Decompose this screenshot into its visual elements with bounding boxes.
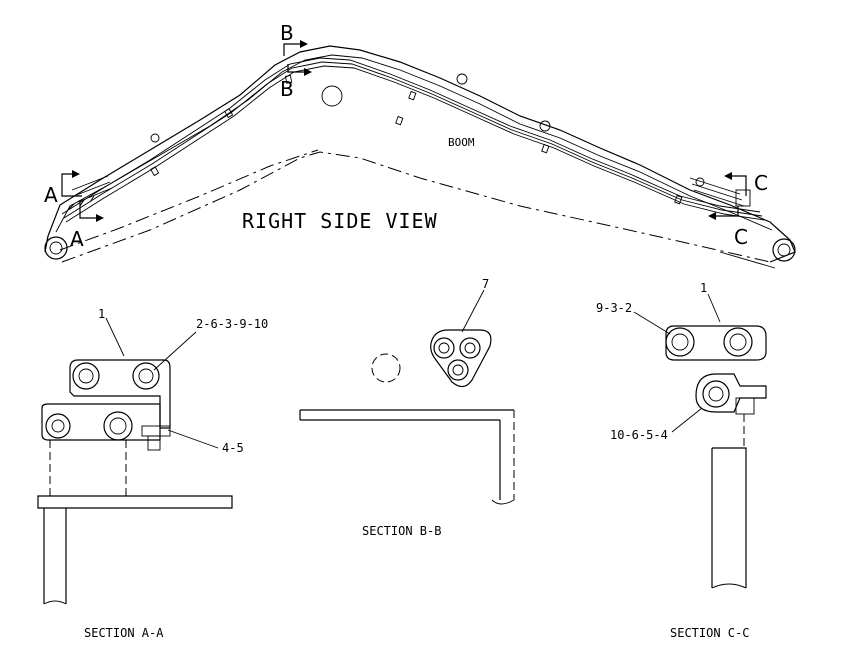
view-title: RIGHT SIDE VIEW	[242, 209, 438, 233]
section-cc-callout-bottom: 10-6-5-4	[610, 428, 668, 442]
section-aa-lower-clamp	[41, 403, 161, 441]
section-a-top-label: A	[44, 183, 58, 207]
section-cc-leader-bottom	[671, 407, 703, 433]
boom-label: BOOM	[448, 136, 475, 149]
section-bb-caption: SECTION B-B	[362, 524, 441, 538]
section-cc-callout-top: 9-3-2	[596, 301, 632, 315]
section-aa-leader-1	[105, 317, 125, 357]
section-cc-lower-clamp	[695, 373, 767, 413]
section-aa-base-plate	[37, 495, 233, 509]
hydraulic-line-3	[65, 65, 765, 223]
section-bb-leader-7	[461, 289, 485, 333]
boom-head-pin	[772, 238, 796, 262]
section-bb-callout-7: 7	[482, 277, 489, 291]
boom-foot-edge	[44, 235, 49, 253]
clamp-group-a	[67, 175, 113, 211]
section-aa-hose-upper-right	[132, 362, 160, 390]
hydraulic-line-2	[63, 61, 763, 219]
section-b-bottom-label: B	[280, 77, 294, 101]
section-marker-a: A A	[44, 170, 104, 251]
section-aa-hose-lower-left	[45, 413, 71, 439]
section-cc-hose-right	[723, 327, 753, 357]
section-aa-callout-top: 2-6-3-9-10	[196, 317, 268, 331]
boom-foot-pin	[44, 236, 68, 260]
section-aa-boom-web	[43, 508, 67, 604]
section-aa-nut	[147, 435, 161, 451]
boom-outline-top-inner	[55, 54, 773, 233]
hydraulic-line-1	[61, 57, 761, 215]
boom-side-view	[44, 45, 796, 269]
section-marker-b: B B	[280, 21, 312, 101]
section-aa-callout-1: 1	[98, 307, 105, 321]
boom-outline-bottom	[61, 151, 771, 263]
boom-outline-bottom-inner	[59, 149, 319, 251]
section-c-bottom-label: C	[734, 225, 748, 249]
section-marker-c: C C	[708, 171, 768, 249]
boom-brackets	[150, 73, 705, 205]
section-aa-hose-upper-left	[72, 362, 100, 390]
section-cc-nut	[735, 397, 755, 415]
boom-cylinder-boss	[321, 85, 343, 107]
section-aa-leader-side	[167, 429, 219, 449]
section-aa-callout-side: 4-5	[222, 441, 244, 455]
boom-head-edge	[769, 239, 796, 263]
section-cc-leader-1	[707, 293, 721, 323]
section-c-top-label: C	[754, 171, 768, 195]
section-cc-upper-clamp	[665, 325, 767, 361]
section-cc-boom-web	[711, 447, 747, 588]
section-aa-guide	[49, 440, 127, 496]
section-b-top-label: B	[280, 21, 294, 45]
section-cc-caption: SECTION C-C	[670, 626, 749, 640]
section-cc: 1 9-3-2 10-6-5-4 SECTION C-C	[596, 281, 767, 640]
section-cc-callout-1: 1	[700, 281, 707, 295]
section-bb: 7 SECTION B-B	[299, 277, 515, 538]
section-cc-leader-top	[633, 311, 671, 335]
section-bb-triangle-clamp	[430, 329, 492, 388]
section-aa-hose-lower-right	[103, 411, 133, 441]
section-a-bottom-label: A	[70, 227, 84, 251]
section-bb-hose-right	[459, 337, 481, 359]
section-aa: 1 2-6-3-9-10 4-5 SECTION A-A	[37, 307, 268, 640]
section-cc-hose-left	[665, 327, 695, 357]
boom-head-lower-edge	[719, 251, 776, 269]
boom-outline-top	[47, 45, 791, 241]
section-bb-boss-circle	[371, 353, 401, 383]
section-aa-leader-top	[153, 331, 197, 371]
section-bb-hose-bottom	[447, 359, 469, 381]
boom-foot-pin-inner	[49, 241, 63, 255]
section-aa-caption: SECTION A-A	[84, 626, 164, 640]
section-cc-hose-lower	[702, 380, 730, 408]
clamp-group-c	[689, 177, 751, 207]
section-bb-hose-left	[433, 337, 455, 359]
